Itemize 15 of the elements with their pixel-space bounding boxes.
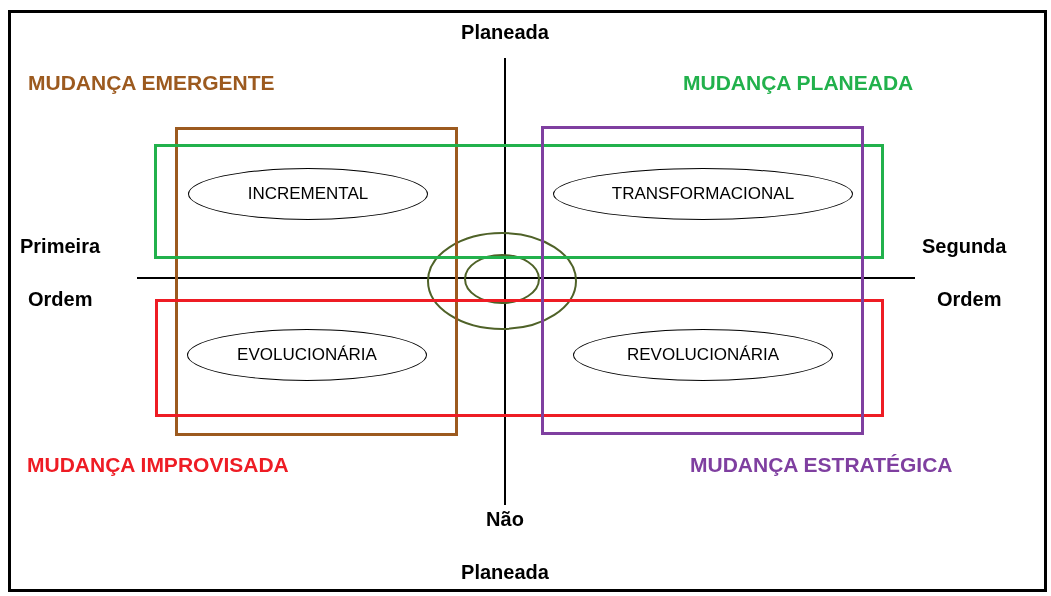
quadrant-heading: MUDANÇA EMERGENTE (28, 70, 275, 96)
quadrant-heading: MUDANÇA ESTRATÉGICA (690, 452, 953, 478)
ellipse-node: REVOLUCIONÁRIA (573, 329, 833, 381)
ellipse-node: TRANSFORMACIONAL (553, 168, 853, 220)
axis-label: Ordem (937, 287, 1002, 311)
ellipse-node: INCREMENTAL (188, 168, 428, 220)
axis-label: Planeada (461, 20, 549, 44)
quadrant-heading: MUDANÇA PLANEADA (683, 70, 914, 96)
quadrant-heading: MUDANÇA IMPROVISADA (27, 452, 289, 478)
axis-label: Segunda (922, 234, 1007, 258)
ellipse-node: EVOLUCIONÁRIA (187, 329, 427, 381)
axis-label: Planeada (461, 560, 549, 584)
axis-label: Primeira (20, 234, 101, 258)
axis-label: Ordem (28, 287, 93, 311)
axis-label: Não (486, 507, 524, 531)
